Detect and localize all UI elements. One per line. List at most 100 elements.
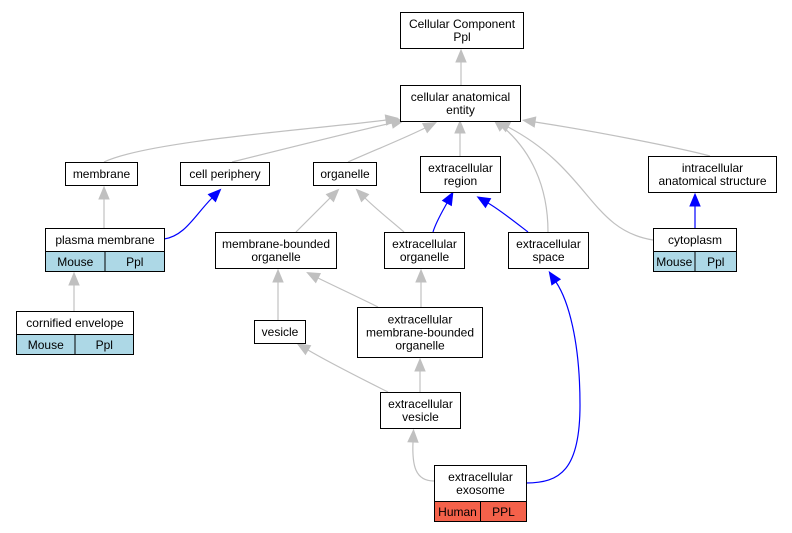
edge-extracellular-region-to-cellular-anatomical-entity [454, 119, 466, 156]
edge-arrowhead [521, 116, 537, 128]
node-label: plasma membrane [55, 233, 155, 247]
edge-line [502, 126, 549, 233]
node-box [508, 232, 589, 269]
node-box [648, 156, 777, 193]
edge-arrowhead [207, 188, 222, 203]
edge-arrowhead [476, 196, 492, 209]
species-tag-label: Mouse [656, 255, 692, 269]
edge-extracellular-exosome-to-extracellular-space [525, 270, 581, 484]
edge-plasma-membrane-to-membrane [98, 185, 110, 228]
node-box [420, 156, 501, 193]
node-label: extracellular [392, 237, 457, 251]
edge-membrane-bounded-organelle-to-organelle [295, 188, 340, 233]
node-label: membrane-bounded [222, 237, 330, 251]
node-box [215, 232, 337, 269]
edge-cellular-anatomical-entity-to-cellular-component [455, 48, 467, 85]
edge-arrowhead [454, 119, 466, 134]
node-label: region [444, 174, 477, 188]
species-tag-label: Human [438, 505, 477, 519]
edge-line [364, 197, 405, 233]
edge-extracellular-exosome-to-extracellular-vesicle [407, 428, 435, 482]
species-tag-label: Ppl [707, 255, 724, 269]
node-label: Cellular Component [409, 17, 516, 31]
species-tag-label: Mouse [57, 255, 93, 269]
node-label: anatomical structure [658, 174, 766, 188]
node-box [384, 232, 465, 269]
edge-extracellular-organelle-to-organelle [355, 188, 405, 233]
edge-line [231, 122, 393, 163]
edge-plasma-membrane-to-cell-periphery [163, 188, 222, 240]
edge-line [163, 197, 213, 240]
node-label: Ppl [453, 30, 470, 44]
node-label: organelle [400, 250, 450, 264]
node-label: vesicle [262, 325, 299, 339]
node-label: exosome [456, 483, 505, 497]
node-box [65, 162, 138, 186]
node-cell-periphery[interactable]: cell periphery [180, 162, 270, 186]
edge-line [103, 119, 387, 163]
edge-arrowhead [455, 48, 467, 63]
node-box [357, 307, 483, 358]
node-label: vesicle [402, 410, 439, 424]
node-label: organelle [251, 250, 301, 264]
node-label: cell periphery [189, 167, 260, 181]
species-tag-label: Ppl [96, 338, 113, 352]
edge-extracellular-space-to-cellular-anatomical-entity [492, 118, 549, 233]
edge-arrowhead [355, 188, 370, 203]
node-vesicle[interactable]: vesicle [254, 320, 306, 344]
edge-line [347, 127, 426, 163]
node-label: intracellular [682, 161, 743, 175]
species-tag-label: Mouse [28, 338, 64, 352]
edge-cytoplasm-to-intracellular-anatomical-structure [689, 192, 701, 228]
edge-cell-periphery-to-cellular-anatomical-entity [231, 117, 405, 163]
edge-arrowhead [414, 357, 426, 372]
edge-cornified-envelope-to-plasma-membrane [68, 271, 80, 311]
node-organelle[interactable]: organelle [313, 162, 377, 186]
edge-extracellular-vesicle-to-extracellular-membrane-bounded-organelle [414, 357, 426, 392]
node-label: organelle [395, 339, 445, 353]
edge-arrowhead [689, 192, 701, 207]
edge-vesicle-to-membrane-bounded-organelle [272, 268, 284, 320]
species-tag-cell [74, 334, 134, 355]
edge-arrowhead [306, 272, 322, 284]
node-label: extracellular [428, 161, 493, 175]
edge-line [487, 202, 529, 233]
node-box [254, 320, 306, 344]
species-tag-cell [104, 251, 165, 272]
node-membrane[interactable]: membrane [65, 162, 138, 186]
node-label: extracellular [388, 313, 453, 327]
node-label: extracellular [448, 470, 513, 484]
edge-arrowhead [421, 122, 437, 134]
edge-membrane-to-cellular-anatomical-entity [103, 114, 400, 163]
edge-arrowhead [98, 185, 110, 200]
node-label: cellular anatomical [411, 90, 510, 104]
node-label: cornified envelope [26, 316, 124, 330]
edge-arrowhead [296, 343, 312, 356]
edge-line [432, 202, 448, 233]
edge-extracellular-vesicle-to-vesicle [296, 343, 389, 393]
species-tag-cell [694, 251, 737, 272]
node-box [380, 392, 461, 429]
edge-arrowhead [441, 191, 454, 207]
edge-extracellular-space-to-extracellular-region [476, 196, 529, 233]
node-label: organelle [320, 167, 370, 181]
node-label: extracellular [516, 237, 581, 251]
node-box [180, 162, 270, 186]
edge-line [295, 197, 331, 233]
edges-layer [68, 48, 711, 484]
